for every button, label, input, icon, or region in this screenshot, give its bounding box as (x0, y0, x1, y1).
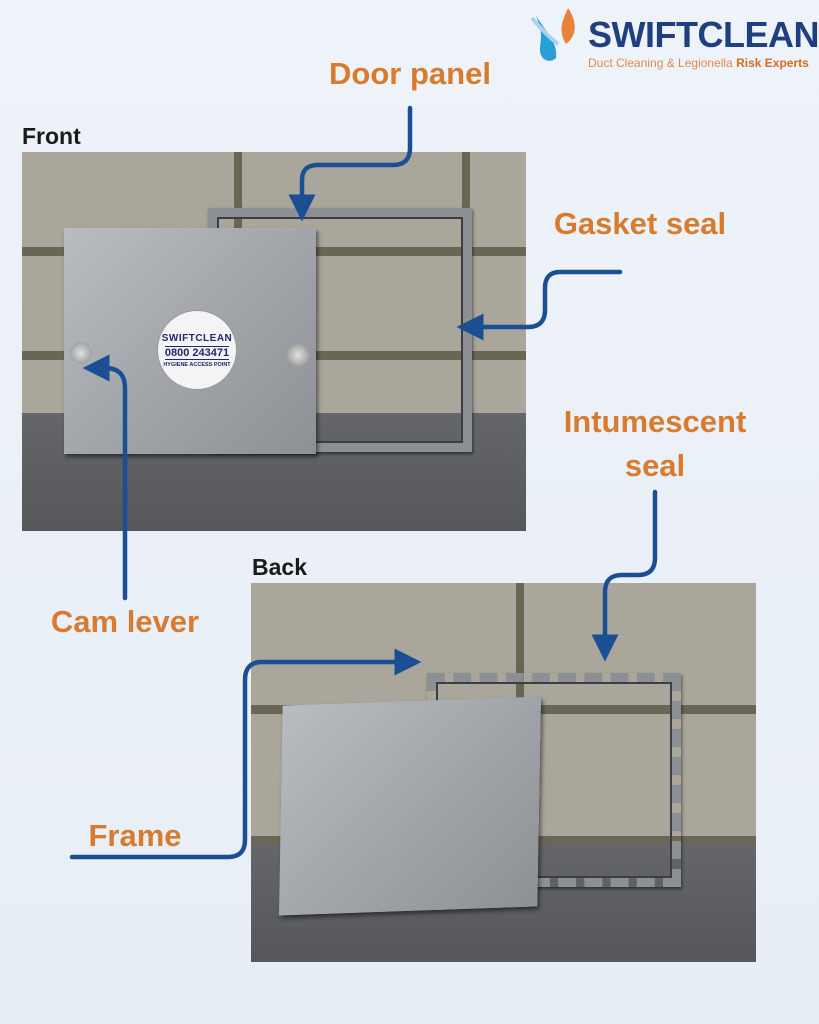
frame-label: Frame (88, 818, 182, 853)
door-panel-arrow (288, 105, 413, 222)
gasket-seal-arrow (456, 269, 623, 341)
logo-flame-drop-icon (530, 8, 575, 61)
logo-tagline: Duct Cleaning & Legionella Risk Experts (588, 56, 809, 70)
cam-lever-arrow (82, 354, 128, 601)
door-panel-label: Door panel (329, 56, 491, 91)
front-heading: Front (22, 123, 81, 149)
sticker-phone: 0800 243471 (164, 345, 230, 360)
swiftclean-sticker: SWIFTCLEAN 0800 243471 HYGIENE ACCESS PO… (157, 310, 237, 390)
intumescent-seal-arrow (591, 489, 658, 662)
intumescent-seal-line2: seal (624, 448, 686, 483)
gasket-seal-label: Gasket seal (553, 206, 727, 241)
cam-lever-right (287, 344, 309, 366)
sticker-brand: SWIFTCLEAN (161, 332, 233, 344)
intumescent-seal-line1: Intumescent (563, 404, 747, 439)
intumescent-seal-label: Intumescent seal (540, 400, 770, 488)
sticker-subtitle: HYGIENE ACCESS POINT (163, 361, 231, 368)
logo-name: SWIFTCLEAN (588, 14, 819, 55)
cam-lever-label: Cam lever (50, 604, 200, 639)
frame-arrow (69, 648, 422, 860)
back-photo (251, 583, 756, 962)
back-heading: Back (252, 554, 307, 580)
